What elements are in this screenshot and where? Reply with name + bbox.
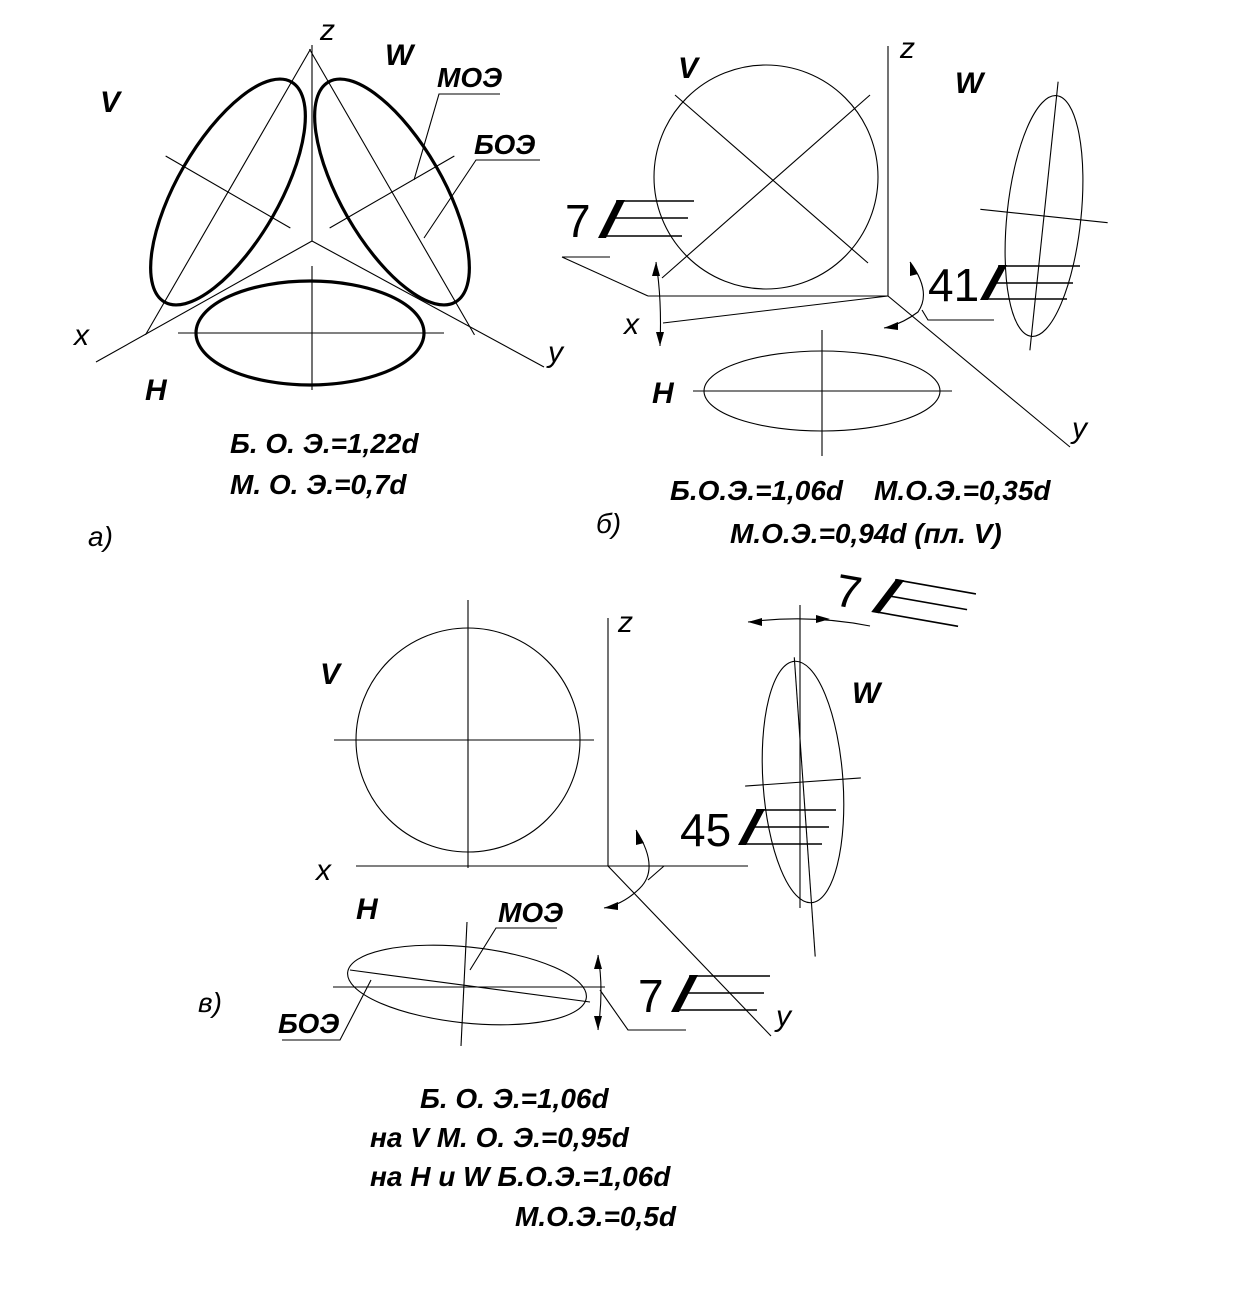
note-moe-hw: М.О.Э.=0,5d	[515, 1201, 677, 1232]
ellipse-v	[334, 600, 594, 868]
ellipse-v	[653, 64, 879, 290]
ellipse-h	[693, 330, 952, 456]
plane-w-label: W	[385, 39, 416, 72]
axis-y-line	[607, 865, 772, 1037]
figure-label-a: а)	[88, 521, 113, 552]
diagram-a: z x y V W H МОЭ БОЭ Б. О. Э.=1,22d М. О.…	[72, 14, 565, 552]
plane-v-label: V	[678, 52, 701, 85]
axis-z-label: z	[899, 32, 915, 65]
plane-v-label: V	[320, 658, 343, 691]
leader-boe	[423, 159, 540, 239]
figure-label-b: б)	[596, 508, 621, 539]
axis-x-line	[662, 295, 889, 324]
leader-boe-label: БОЭ	[278, 1008, 339, 1039]
slope-value-middle: 45	[680, 804, 731, 856]
slope-marker-left: 7	[561, 195, 694, 347]
axis-x-label: x	[622, 308, 640, 341]
ellipse-w	[309, 48, 475, 336]
figure-label-c: в)	[198, 987, 222, 1018]
note-boe: Б.О.Э.=1,06d	[670, 475, 844, 506]
ellipse-w	[980, 81, 1108, 351]
axis-x-label: x	[314, 854, 332, 887]
axis-y-label: y	[546, 336, 565, 369]
note-moe: М.О.Э.=0,35d	[874, 475, 1051, 506]
plane-h-label: H	[652, 377, 675, 410]
leader-moe-label: МОЭ	[498, 897, 563, 928]
ellipse-h	[333, 921, 605, 1047]
note-boe-hw: на H и W Б.О.Э.=1,06d	[370, 1161, 671, 1192]
plane-w-label: W	[852, 677, 883, 710]
leader-moe	[469, 927, 557, 971]
diagram-b: 7 41 z x y V W H Б.О.Э.=1,06d М.О.Э.=0,3…	[561, 32, 1108, 549]
axis-z-label: z	[319, 14, 335, 47]
leader-boe	[282, 979, 372, 1041]
leader-moe-label: МОЭ	[437, 62, 502, 93]
plane-w-label: W	[955, 67, 986, 100]
slope-marker-top: 7	[747, 564, 977, 628]
note-moe: М. О. Э.=0,7d	[230, 469, 407, 500]
ellipse-w	[745, 657, 861, 957]
diagram-c: 7 45 7 z x y V W	[198, 564, 977, 1232]
note-boe: Б. О. Э.=1,06d	[420, 1083, 609, 1114]
leader-boe-label: БОЭ	[474, 129, 535, 160]
slope-value-right: 41	[928, 259, 979, 311]
plane-v-label: V	[100, 86, 123, 119]
slope-marker-right: 41	[883, 259, 1080, 330]
ellipse-h	[178, 266, 444, 390]
leader-moe	[413, 93, 500, 181]
axis-y-line	[887, 295, 1071, 448]
note-moe-v: на V М. О. Э.=0,95d	[370, 1122, 630, 1153]
slope-marker-middle: 45	[603, 804, 836, 910]
axis-y-label: y	[774, 1000, 793, 1033]
note-moe-v: М.О.Э.=0,94d (пл. V)	[730, 518, 1002, 549]
axis-x-line	[95, 240, 313, 363]
slope-value-left: 7	[565, 195, 591, 247]
slope-value-top: 7	[831, 564, 865, 620]
ellipse-v	[145, 48, 311, 336]
axis-z-label: z	[617, 606, 633, 639]
slope-value-bottom: 7	[638, 970, 664, 1022]
axis-y-line	[311, 240, 545, 368]
axis-y-label: y	[1070, 412, 1089, 445]
note-boe: Б. О. Э.=1,22d	[230, 428, 419, 459]
plane-h-label: H	[145, 374, 168, 407]
plane-h-label: H	[356, 893, 379, 926]
slope-marker-bottom: 7	[594, 954, 770, 1031]
axis-x-label: x	[72, 319, 90, 352]
